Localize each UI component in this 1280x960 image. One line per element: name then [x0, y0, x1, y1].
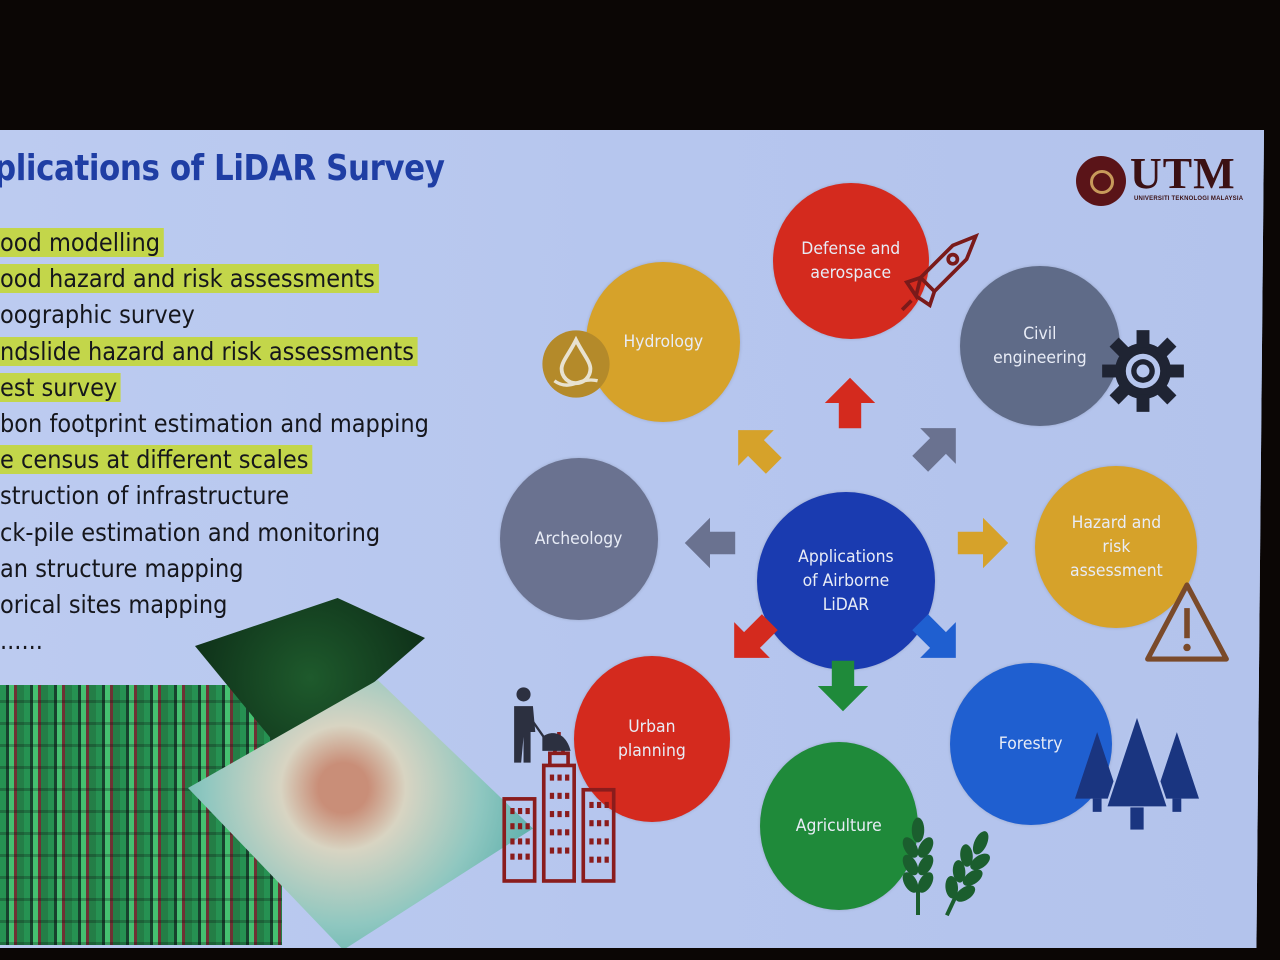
- trees-icon: [1075, 710, 1199, 830]
- arrow-downright-icon: [912, 614, 956, 658]
- list-item: an structure mapping: [0, 553, 244, 583]
- list-item: ood hazard and risk assessments: [0, 261, 433, 297]
- node-urban-planning: Urban planning: [574, 656, 730, 822]
- list-item: est survey: [0, 370, 433, 406]
- arrow-upright-icon: [912, 428, 956, 472]
- arrow-right-icon: [957, 517, 1009, 569]
- projected-slide: plications of LiDAR Survey ood modelling…: [0, 130, 1264, 948]
- arrow-up-icon: [824, 377, 876, 429]
- node-civil-engineering: Civil engineering: [960, 266, 1120, 426]
- gear-icon: [1102, 330, 1184, 412]
- list-item: ndslide hazard and risk assessments: [0, 334, 433, 370]
- list-item: struction of infrastructure: [0, 481, 290, 511]
- arrow-downleft-icon: [734, 614, 778, 658]
- water-drop-icon: [542, 330, 610, 398]
- list-item: bon footprint estimation and mapping: [0, 409, 429, 439]
- arrow-upleft-icon: [738, 430, 782, 474]
- list-item: ......: [0, 626, 43, 656]
- list-item: e census at different scales: [0, 442, 433, 478]
- list-item: orical sites mapping: [0, 590, 228, 620]
- node-agriculture: Agriculture: [760, 742, 918, 910]
- utm-logo: UTM UNIVERSITI TEKNOLOGI MALAYSIA: [1076, 149, 1243, 212]
- node-archeology: Archeology: [500, 458, 658, 620]
- digger-icon: [514, 687, 571, 763]
- logo-subtitle: UNIVERSITI TEKNOLOGI MALAYSIA: [1134, 196, 1244, 202]
- warning-icon: [1145, 582, 1229, 662]
- arrow-down-icon: [817, 660, 869, 712]
- arrow-left-icon: [684, 517, 736, 569]
- slide-title: plications of LiDAR Survey: [0, 148, 445, 189]
- node-hazard: Hazard and risk assessment: [1035, 466, 1197, 628]
- list-item: ck-pile estimation and monitoring: [0, 517, 381, 547]
- node-hydrology: Hydrology: [586, 262, 740, 422]
- application-list: ood modelling ood hazard and risk assess…: [0, 225, 481, 659]
- list-item: oographic survey: [0, 300, 195, 330]
- center-circle: Applications of Airborne LiDAR: [757, 492, 935, 670]
- wheat-icon: [902, 817, 990, 917]
- node-defense: Defense and aerospace: [773, 183, 929, 339]
- buildings-icon: [502, 732, 616, 883]
- rocket-icon: [900, 232, 980, 312]
- utm-emblem-icon: [1076, 156, 1126, 206]
- list-item: ood modelling: [0, 225, 433, 261]
- logo-name: UTM: [1130, 149, 1236, 198]
